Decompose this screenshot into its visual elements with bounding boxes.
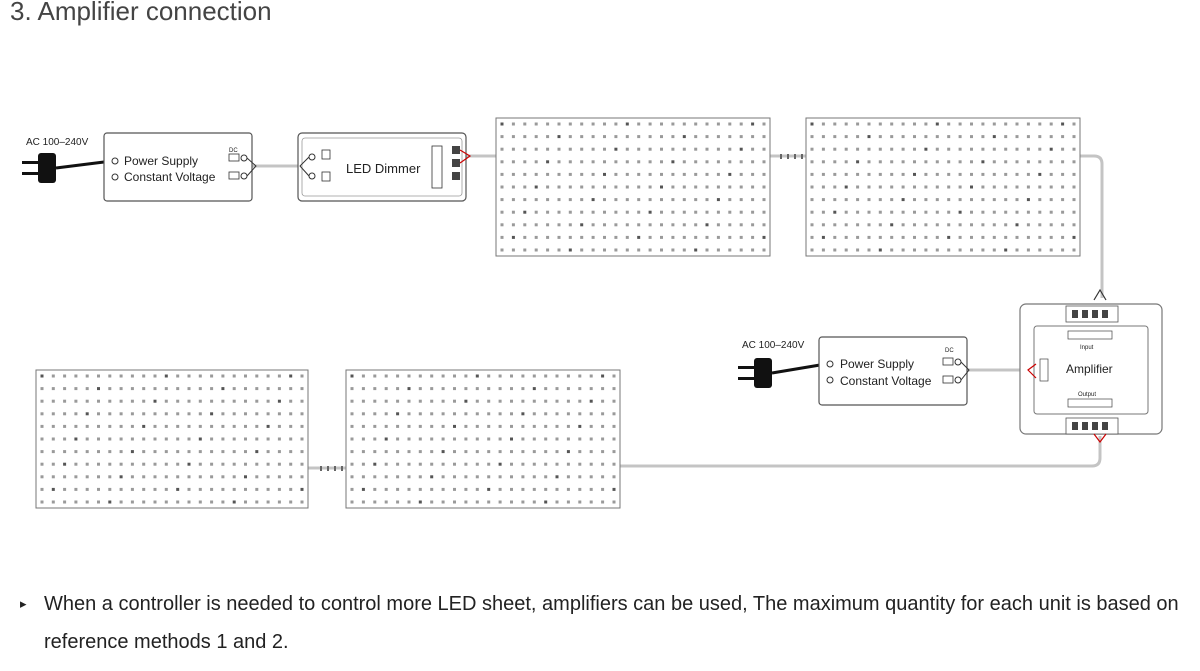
psu2-label-line2: Constant Voltage	[840, 374, 932, 388]
power-supply-box: Power Supply Constant Voltage DC	[103, 132, 257, 202]
continuation-dots	[320, 154, 803, 471]
led-sheet-2	[805, 117, 1081, 257]
led-sheet-4	[345, 369, 621, 509]
usage-note: ▸ When a controller is needed to control…	[20, 585, 1195, 661]
ac-input-label-bottom: AC 100–240V	[742, 340, 805, 351]
amp-input-label: Input	[1080, 345, 1094, 351]
psu2-dc-label: DC	[945, 348, 954, 354]
dimmer-label: LED Dimmer	[346, 161, 421, 176]
led-dimmer-box: LED Dimmer	[297, 132, 472, 202]
amplifier-label: Amplifier	[1066, 362, 1113, 376]
power-supply-box-2: Power Supply Constant Voltage DC	[818, 336, 970, 406]
psu-dc-label: DC	[229, 148, 238, 154]
bullet-icon: ▸	[20, 596, 27, 611]
power-plug-icon	[22, 153, 105, 183]
psu2-label-line1: Power Supply	[840, 357, 914, 371]
page-title: 3. Amplifier connection	[10, 0, 272, 26]
psu-label-line2: Constant Voltage	[124, 170, 216, 184]
power-plug-icon	[738, 358, 821, 388]
amplifier-box: Input Amplifier Output	[1019, 288, 1163, 443]
led-sheet-3	[35, 369, 309, 509]
led-sheet-1	[495, 117, 771, 257]
ac-input-label-top: AC 100–240V	[26, 137, 89, 148]
usage-note-text: When a controller is needed to control m…	[44, 593, 1179, 653]
psu-label-line1: Power Supply	[124, 154, 198, 168]
amp-output-label: Output	[1078, 392, 1096, 398]
wire-sheet2-to-amplifier	[1078, 154, 1104, 298]
wire-amplifier-to-sheet4	[620, 436, 1102, 468]
